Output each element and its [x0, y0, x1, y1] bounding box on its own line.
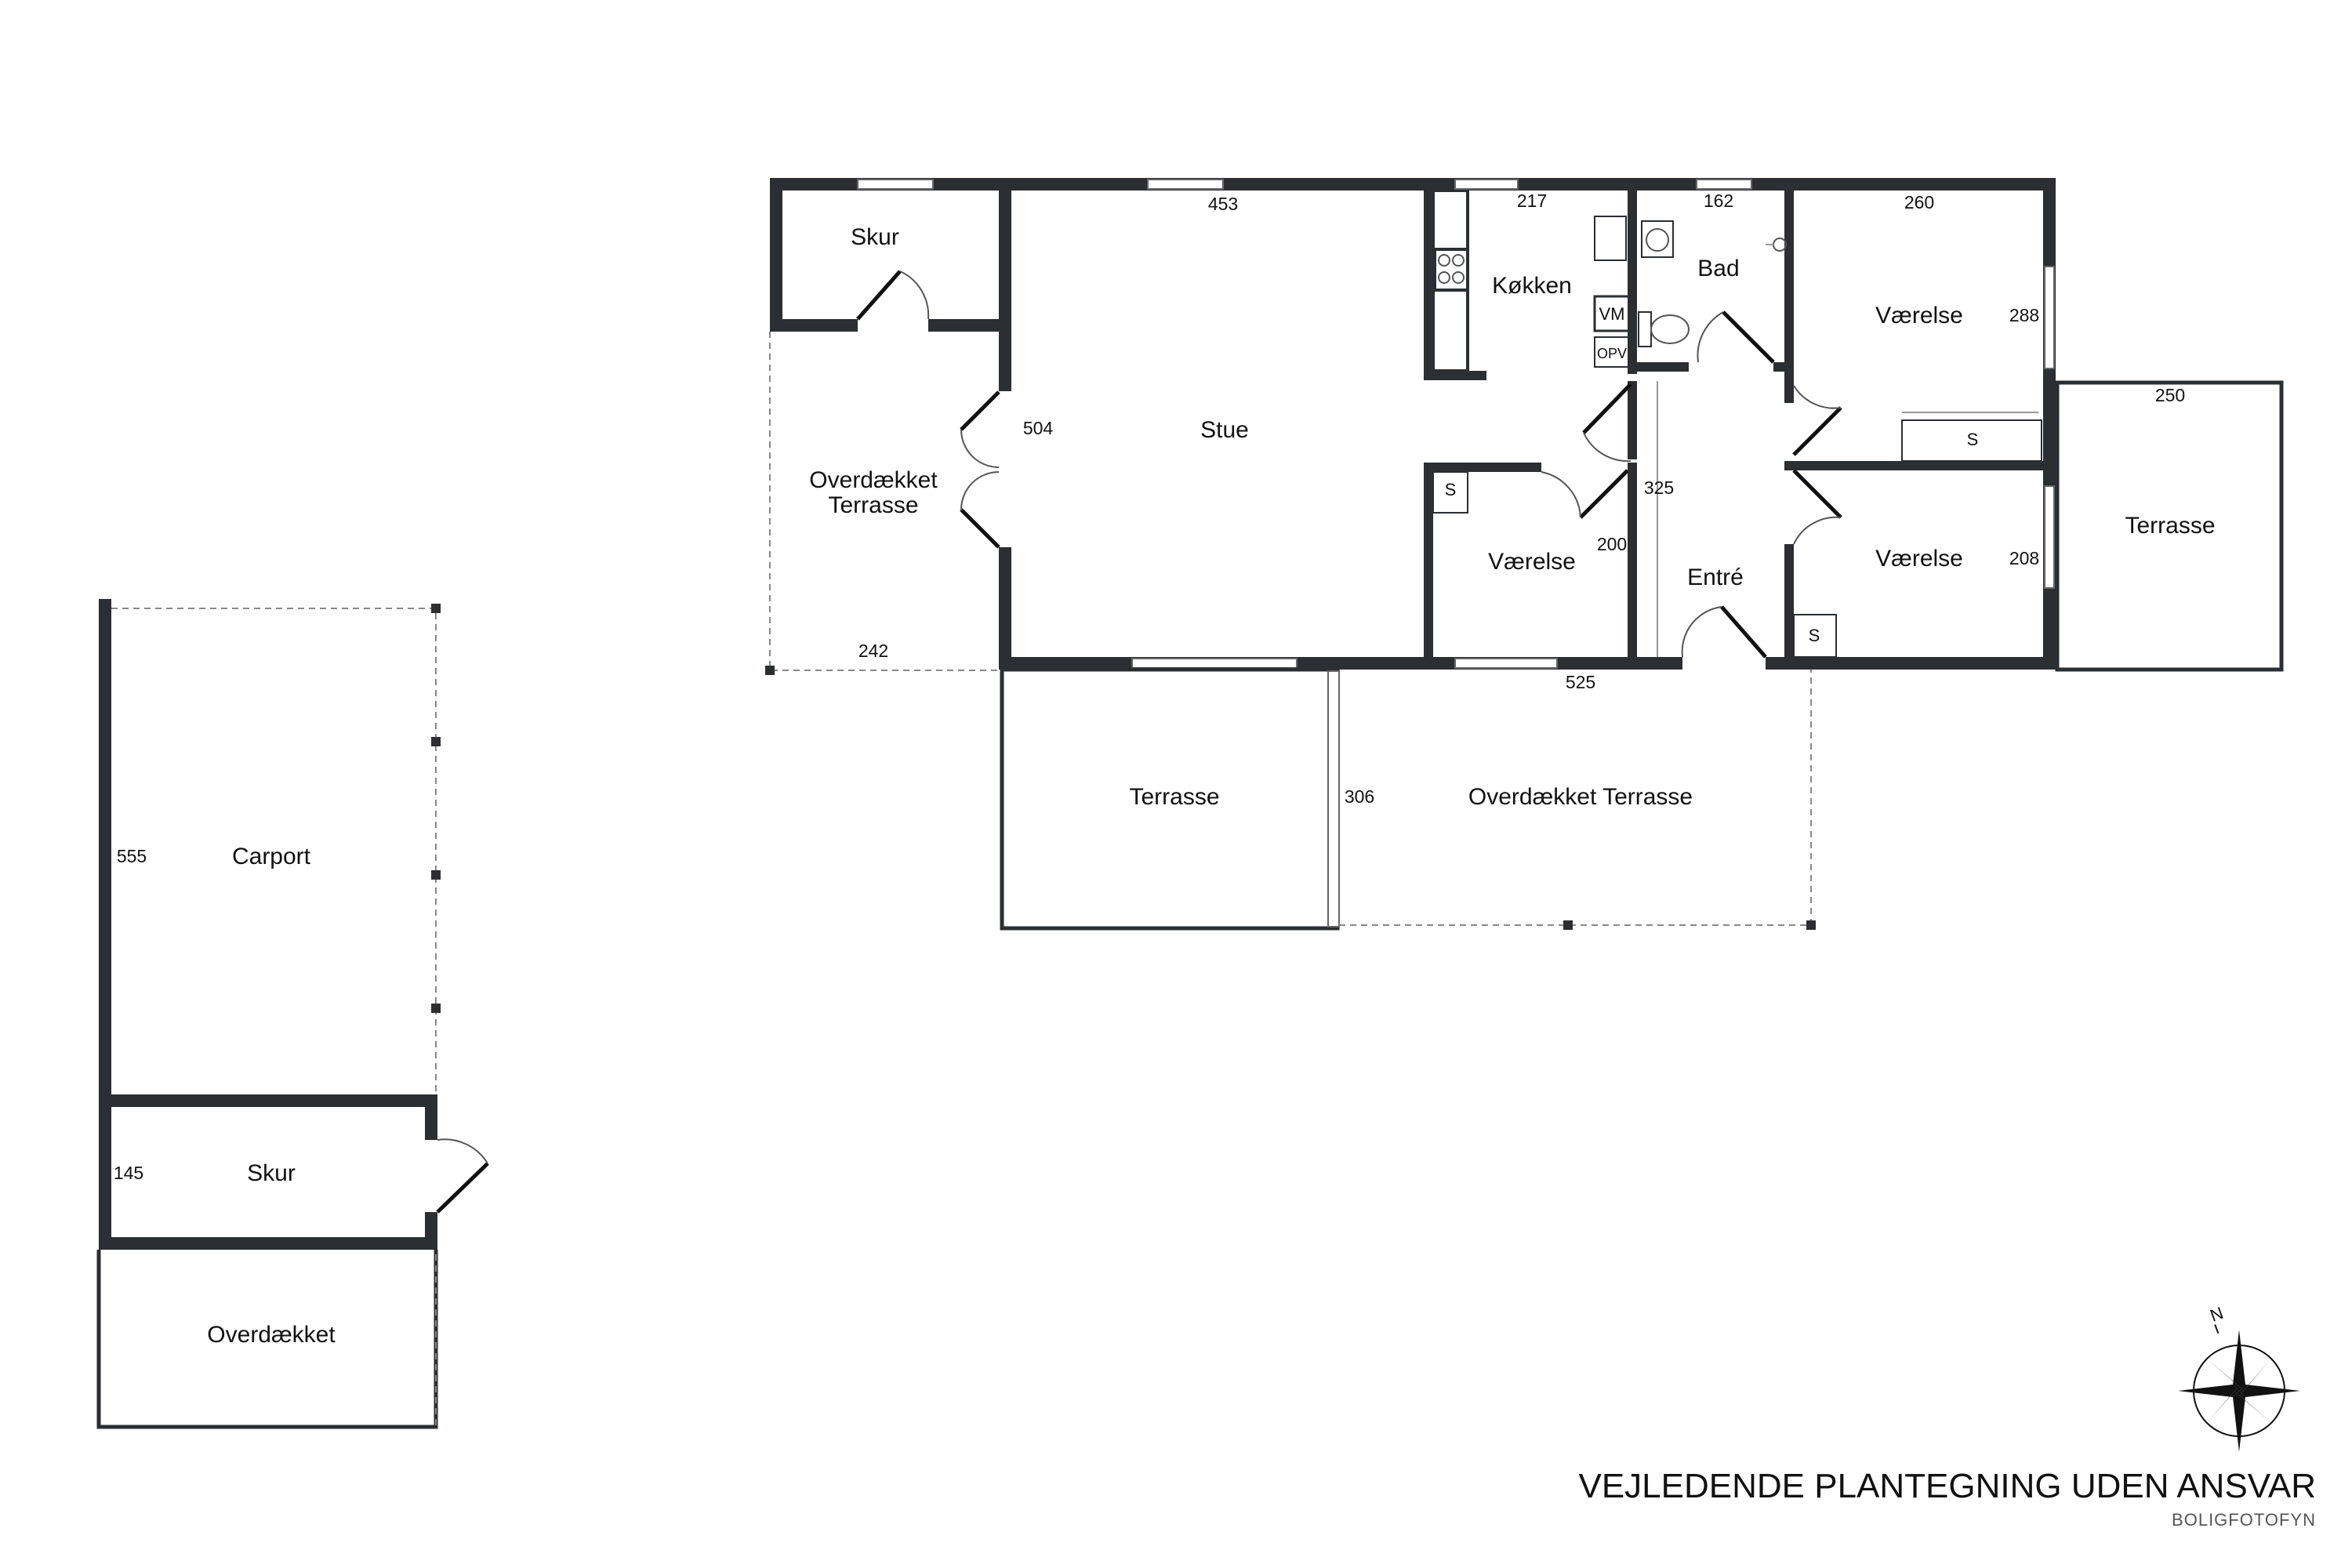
label-overdaekket: Overdækket [207, 1322, 336, 1348]
dim-terrasse-right-width: 250 [2155, 385, 2185, 405]
wall-stue-left-bottom [999, 547, 1011, 670]
label-vaerelse-top-right: Værelse [1875, 303, 1963, 328]
dim-overdaekket-bottom-width: 525 [1566, 672, 1595, 692]
label-vm: VM [1599, 304, 1625, 324]
doors [856, 270, 1842, 659]
terrace-bottom [1000, 667, 1340, 931]
wall-bath-right [1784, 178, 1794, 370]
wall-skur-bottom-right [928, 319, 1005, 332]
dim-terrasse-bottom-height: 306 [1345, 786, 1374, 807]
label-terrasse-right: Terrasse [2125, 513, 2215, 539]
skur-wall-right-bottom [425, 1212, 437, 1250]
label-entre: Entré [1687, 564, 1744, 590]
main-house [770, 178, 2056, 670]
wall-bottom-right [1766, 657, 2056, 670]
outbuilding [96, 599, 489, 1429]
stove-icon [1433, 248, 1469, 292]
wall-hall-right-of-kitchen [1628, 381, 1637, 459]
label-skur-bottom: Skur [247, 1160, 296, 1186]
window-stue [1147, 179, 1224, 190]
dim-vaerelse-bottom-height: 208 [2009, 548, 2039, 568]
wall-kitchen-bottom [1424, 371, 1486, 380]
closet-2 [1901, 419, 2042, 462]
label-carport: Carport [232, 844, 311, 869]
covered-terrace-bottom [1339, 670, 1816, 930]
wall-entre-right-bottom [1784, 596, 1794, 670]
label-terrasse-bottom: Terrasse [1129, 784, 1219, 810]
label-overdaekket-terrasse-bottom: Overdækket Terrasse [1468, 784, 1693, 810]
window-bad [1696, 179, 1752, 190]
wall-vaerelse-mid-left [1424, 463, 1433, 670]
label-bad: Bad [1697, 256, 1739, 281]
dim-bad-width: 162 [1704, 191, 1733, 211]
window-vaerelse-top [2044, 266, 2055, 369]
carport-wall-left [99, 599, 111, 1239]
skur-wall-bottom [99, 1237, 437, 1250]
wall-right-rooms-left-top [1784, 362, 1794, 403]
dim-skur-bottom-height: 145 [114, 1163, 143, 1183]
dim-koekken-width: 217 [1517, 191, 1547, 211]
bath-sink-basin-icon [1646, 228, 1669, 252]
wall-skur-bottom-left [770, 319, 858, 332]
label-vaerelse-mid: Værelse [1488, 549, 1576, 575]
compass-icon [2178, 1324, 2300, 1452]
window-stue-bottom [1131, 658, 1298, 669]
label-stue: Stue [1200, 417, 1249, 443]
wall-kitchen-left [1424, 178, 1433, 380]
opv-box [1594, 336, 1630, 368]
wall-right [2043, 178, 2056, 670]
wall-left-skur [770, 178, 782, 332]
kitchen-sink-icon [1594, 216, 1627, 261]
dim-carport-height: 555 [117, 846, 147, 866]
covered-terrace-left [765, 332, 999, 675]
label-overdaekket-terrasse-left-1: Overdækket [809, 467, 938, 493]
fixture-labels: VM OPV S S S [1445, 304, 1979, 645]
label-opv: OPV [1597, 346, 1627, 361]
window-vaerelse-bottom [2044, 485, 2055, 589]
dim-stue-height: 504 [1023, 418, 1054, 438]
window-skur [857, 179, 934, 190]
vm-box [1593, 295, 1631, 332]
wall-stue-left-top [999, 178, 1011, 391]
wall-right-rooms-divider [1784, 461, 2056, 470]
wall-vaerelse-mid-right [1628, 463, 1637, 670]
dim-vaerelse-mid-height: 200 [1597, 534, 1627, 554]
label-koekken: Køkken [1492, 273, 1572, 299]
label-closet-2: S [1967, 430, 1979, 449]
skur-wall-right-top [425, 1094, 437, 1140]
window-vaerelse-mid-bottom [1454, 658, 1558, 669]
skur-wall-top [99, 1094, 437, 1107]
terrace-right [2055, 380, 2284, 672]
label-vaerelse-bottom-right: Værelse [1875, 546, 1963, 572]
closet-1 [1432, 471, 1468, 514]
dim-vaerelse-top-width: 260 [1904, 192, 1934, 212]
wall-top [770, 178, 2056, 191]
dimension-labels: 453 217 162 260 504 288 250 325 200 208 … [114, 191, 2185, 1183]
label-closet-1: S [1445, 480, 1457, 499]
dim-entre-height: 325 [1644, 477, 1674, 498]
label-closet-3: S [1809, 626, 1820, 645]
dim-stue-width: 453 [1208, 194, 1238, 214]
dim-vaerelse-top-height: 288 [2009, 305, 2039, 325]
compass-north-label: N [2208, 1303, 2226, 1326]
footer-brand: BOLIGFOTOFYN [2172, 1510, 2316, 1530]
shower-icon [1766, 238, 1787, 252]
room-labels: Skur Stue Køkken Bad Værelse Overdækket … [207, 224, 2215, 1348]
toilet-icon [1638, 311, 1690, 347]
wall-vaerelse-mid-top-left [1424, 463, 1541, 472]
closet-3 [1793, 614, 1837, 658]
bath-sink-icon [1641, 220, 1674, 258]
dim-overdaekket-left-width: 242 [858, 641, 888, 661]
wall-bath-bottom [1628, 362, 1689, 372]
window-koekken [1454, 179, 1519, 190]
label-overdaekket-terrasse-left-2: Terrasse [828, 492, 918, 518]
footer-disclaimer: VEJLEDENDE PLANTEGNING UDEN ANSVAR [1578, 1467, 2316, 1505]
label-skur-top: Skur [851, 224, 899, 250]
